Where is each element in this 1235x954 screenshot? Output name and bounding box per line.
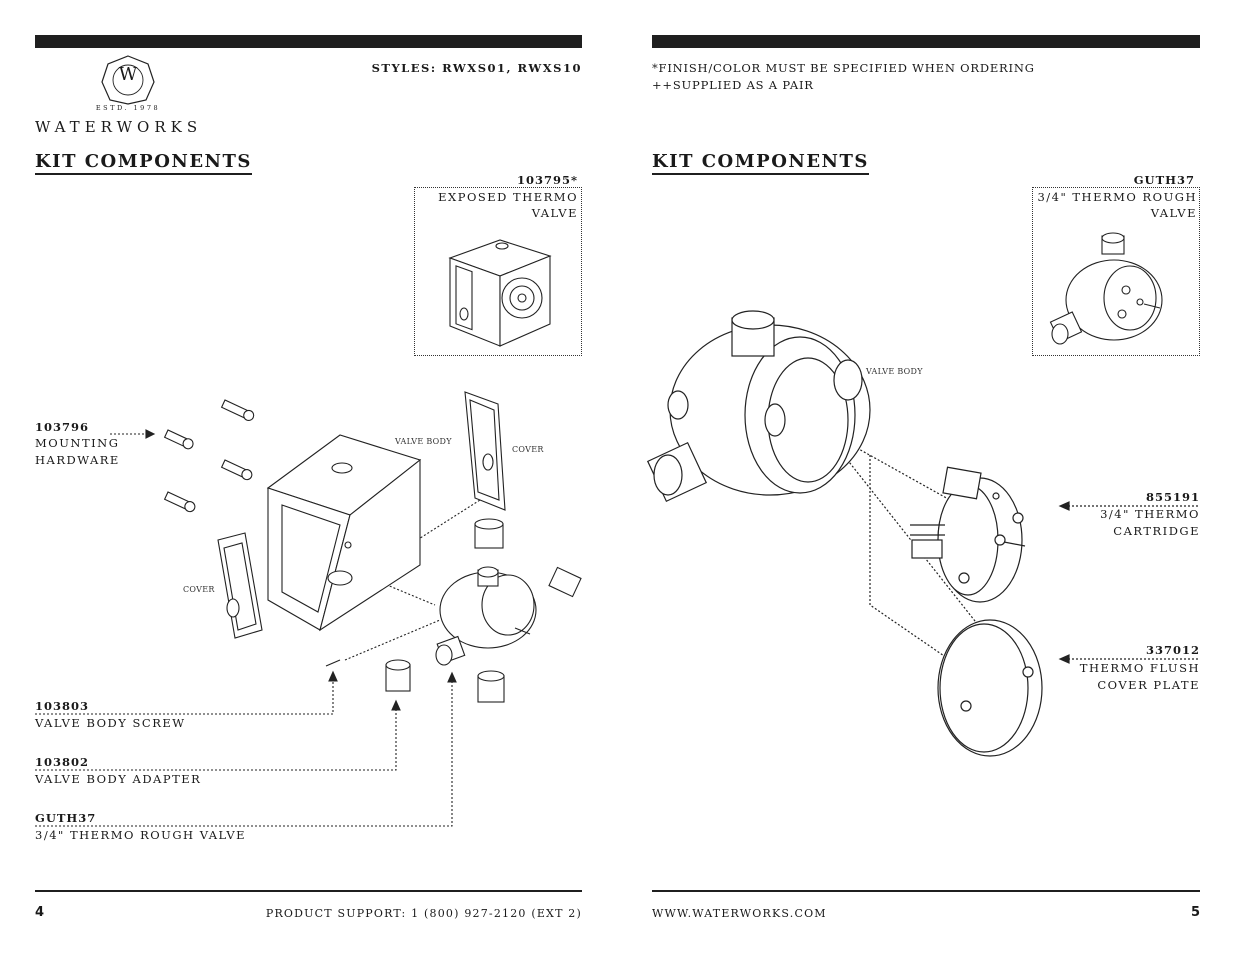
right-inset-desc-2: VALVE xyxy=(1150,206,1197,220)
right-page-title: KIT COMPONENTS xyxy=(652,151,869,175)
left-exploded-diagram xyxy=(35,391,582,827)
callout-103802-part: 103802 xyxy=(35,755,90,769)
right-label-valve-body: VALVE BODY xyxy=(866,367,923,376)
callout-103796-line2: HARDWARE xyxy=(35,453,120,467)
left-page-number: 4 xyxy=(35,905,45,920)
right-footer-rule xyxy=(652,890,1200,892)
right-top-bar xyxy=(652,35,1200,48)
left-inset-desc-1: EXPOSED THERMO xyxy=(438,190,578,204)
callout-337012-line2: COVER PLATE xyxy=(1097,678,1200,692)
callout-855191-part: 855191 xyxy=(1145,490,1200,504)
callout-guth37-part: GUTH37 xyxy=(35,811,97,825)
callout-103803-part: 103803 xyxy=(35,699,90,713)
callout-855191-line1: 3/4" THERMO xyxy=(1100,507,1200,521)
logo-monogram: W xyxy=(118,64,138,85)
note-finish: *FINISH/COLOR MUST BE SPECIFIED WHEN ORD… xyxy=(652,61,1035,75)
right-inset-box xyxy=(1032,187,1200,356)
left-label-cover-left: COVER xyxy=(183,585,215,594)
left-inset-box xyxy=(414,187,582,356)
exposed-thermo-valve-illustration xyxy=(448,239,552,347)
website-text: WWW.WATERWORKS.COM xyxy=(652,907,827,920)
right-page-number: 5 xyxy=(1190,905,1200,920)
waterworks-logo-icon xyxy=(101,55,155,105)
left-page-title: KIT COMPONENTS xyxy=(35,151,252,175)
left-label-cover-top: COVER xyxy=(512,445,544,454)
thermo-rough-valve-inset-illustration xyxy=(1049,232,1163,345)
callout-103796-part: 103796 xyxy=(35,420,90,434)
right-inset-desc-1: 3/4" THERMO ROUGH xyxy=(1037,190,1197,204)
left-inset-desc-2: VALVE xyxy=(531,206,578,220)
callout-103796-line1: MOUNTING xyxy=(35,436,120,450)
logo-established: ESTD. 1978 xyxy=(95,104,161,112)
right-inset-part: GUTH37 xyxy=(1133,173,1195,187)
logo-wordmark: WATERWORKS xyxy=(35,118,203,136)
callout-guth37-line1: 3/4" THERMO ROUGH VALVE xyxy=(35,828,247,842)
callout-103803-line1: VALVE BODY SCREW xyxy=(35,716,186,730)
product-support-text: PRODUCT SUPPORT: 1 (800) 927-2120 (EXT 2… xyxy=(265,907,582,920)
left-footer-rule xyxy=(35,890,582,892)
left-top-bar xyxy=(35,35,582,48)
left-inset-part: 103795* xyxy=(516,173,578,187)
note-pair: ++SUPPLIED AS A PAIR xyxy=(652,78,814,92)
callout-337012-line1: THERMO FLUSH xyxy=(1079,661,1200,675)
callout-855191-line2: CARTRIDGE xyxy=(1113,524,1200,538)
callout-337012-part: 337012 xyxy=(1145,643,1200,657)
callout-103802-line1: VALVE BODY ADAPTER xyxy=(35,772,202,786)
left-label-valve-body: VALVE BODY xyxy=(395,437,452,446)
styles-label: STYLES: RWXS01, RWXS10 xyxy=(371,61,582,75)
right-exploded-diagram xyxy=(646,310,1200,757)
